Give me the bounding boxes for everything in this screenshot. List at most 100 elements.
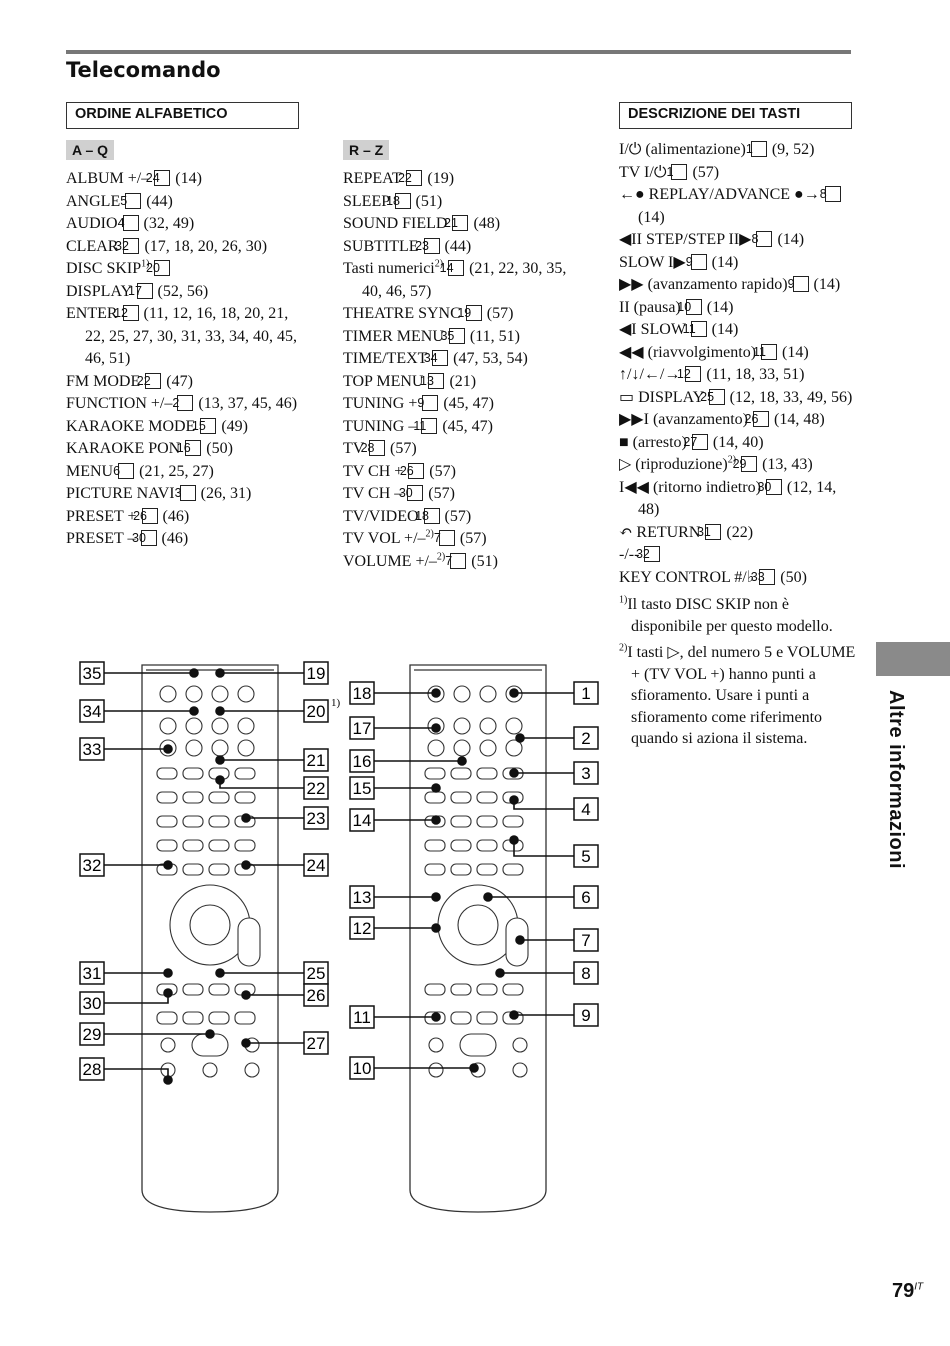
remote-button [237, 739, 255, 757]
key-number-box: 32 [636, 546, 661, 562]
index-entry: ENTER 12 (11, 12, 16, 18, 20, 21, 22, 25… [66, 303, 306, 371]
key-description: SLOW I▶ 9 (14) [619, 252, 859, 275]
remote-key [182, 839, 204, 852]
page-refs: (57) [444, 507, 472, 525]
remote-key [476, 863, 498, 876]
key-number-box: 8 [751, 231, 773, 247]
index-entry: ANGLE 5 (44) [66, 191, 306, 214]
callout-dot [457, 756, 467, 766]
remote-button [185, 739, 203, 757]
key-number-box: 26 [400, 462, 425, 479]
entry-label: ANGLE [66, 192, 121, 210]
remote-button [505, 717, 523, 735]
remote-key [156, 839, 178, 852]
remote-key [156, 791, 178, 804]
callout-number: 22 [307, 779, 326, 798]
remote-key [450, 767, 472, 780]
entry-label: THEATRE SYNC [343, 305, 461, 322]
callout-box [349, 1005, 375, 1029]
remote-diagram: 3534333231302928192021222324252627181716… [79, 661, 599, 1213]
page-refs: (52, 56) [157, 282, 209, 300]
key-number-box: 22 [398, 170, 423, 186]
remote-key [502, 815, 524, 828]
callout-dot [205, 1029, 215, 1039]
page-refs: (14) [711, 253, 739, 271]
callout-number: 20 [307, 702, 326, 721]
remote-key [502, 983, 524, 996]
key-number-box: 18 [415, 507, 440, 524]
key-description: ▷ (riproduzione)2) 29 (13, 43) [619, 454, 859, 477]
callout-dot [189, 706, 199, 716]
entry-label: KARAOKE PON [66, 440, 181, 457]
callout-box [573, 844, 599, 868]
index-entry: TV CH + 26 (57) [343, 461, 573, 484]
entry-label: ALBUM +/– [66, 170, 150, 187]
key-number-box: 17 [128, 282, 153, 299]
key-number-box: 9 [788, 276, 809, 292]
key-number-box: 11 [753, 343, 778, 360]
key-number-box: 18 [386, 192, 411, 209]
key-number-box: 34 [424, 350, 449, 366]
callout-footnote-mark: 1) [331, 697, 341, 709]
index-entry: SLEEP 18 (51) [343, 191, 573, 214]
callout-box [349, 1056, 375, 1080]
callout-dot [215, 706, 225, 716]
play-button [459, 1033, 497, 1057]
index-entry: THEATRE SYNC 19 (57) [343, 303, 573, 326]
callout-dot [189, 668, 199, 678]
callout-dot [163, 744, 173, 754]
key-description: I◀◀ (ritorno indietro) 30 (12, 14, 48) [619, 477, 859, 522]
callout-number: 4 [581, 800, 590, 819]
page-refs: (12, 18, 33, 49, 56) [729, 388, 853, 406]
page-refs: (14) [706, 298, 734, 316]
page-refs: (49) [221, 417, 248, 435]
callout-dot [163, 968, 173, 978]
footnote-ref: 2) [425, 528, 434, 540]
remote-key [208, 1011, 230, 1025]
page-refs: (47) [166, 372, 193, 390]
remote-button [479, 717, 497, 735]
callout-dot [509, 768, 519, 778]
entry-label: ↑/↓/←/→ [619, 366, 681, 383]
footnote-ref: 2) [727, 454, 737, 466]
callout-number: 19 [307, 664, 326, 683]
callout-dot [431, 688, 441, 698]
footnote-ref: 2) [436, 551, 446, 563]
index-entry: REPEAT 22 (19) [343, 168, 573, 191]
callout-dot [215, 775, 225, 785]
remote-key [450, 815, 472, 828]
remote-key [476, 815, 498, 828]
callout-box [349, 776, 375, 800]
callout-number: 10 [353, 1059, 372, 1078]
remote-button [428, 1037, 444, 1053]
callout-box [573, 761, 599, 785]
key-number-box: 6 [113, 462, 135, 479]
key-number-box: 21 [444, 215, 469, 231]
callout-box [349, 716, 375, 740]
page-refs: (13, 43) [762, 456, 813, 473]
footnote-ref: 1) [141, 258, 150, 270]
remote-button [512, 1037, 528, 1053]
index-entry: TV VOL +/–2) 7 (57) [343, 528, 573, 551]
callout-dot [241, 1038, 251, 1048]
entry-label: ■ (arresto) [619, 433, 687, 451]
entry-label: MENU [66, 462, 114, 480]
key-description: I/⏻ (alimentazione) 1 (9, 52) [619, 139, 859, 162]
callout-dot [215, 755, 225, 765]
callout-number: 12 [353, 919, 372, 938]
page-refs: (50) [780, 568, 807, 586]
remote-key [450, 1011, 472, 1025]
page-refs: (13, 37, 45, 46) [198, 395, 298, 412]
remote-key [476, 767, 498, 780]
remote-key [450, 863, 472, 876]
callout-dot [515, 733, 525, 743]
remote-button [512, 1062, 528, 1078]
entry-label: DISC SKIP [66, 260, 142, 277]
callout-number: 27 [307, 1034, 326, 1053]
callout-number: 21 [307, 751, 326, 770]
index-entry: SOUND FIELD 21 (48) [343, 213, 573, 236]
page-refs: (46) [161, 530, 189, 547]
remote-button [237, 685, 255, 703]
page-refs: (21, 25, 27) [139, 462, 214, 480]
callout-number: 31 [83, 964, 102, 983]
